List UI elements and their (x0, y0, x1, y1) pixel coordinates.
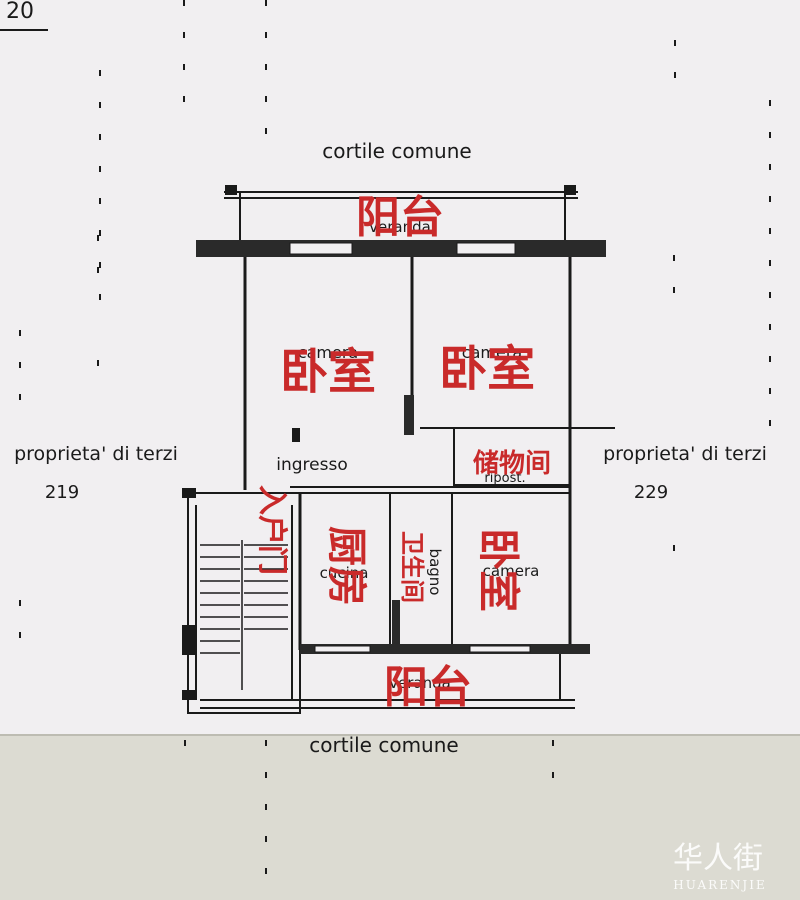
camera-small-zh: 卧室 (474, 528, 523, 612)
neighbor-left-label: proprieta' di terzi (14, 443, 178, 465)
stair-treads (200, 540, 288, 690)
bagno-label: bagno (426, 549, 444, 596)
ingresso-label: ingresso (276, 455, 347, 475)
cucina-zh: 厨房 (323, 526, 369, 606)
cucina-label: cucina (320, 564, 369, 582)
watermark-logo: 华人街 (673, 841, 763, 876)
camera-right-label: camera (462, 343, 522, 362)
camera-right-zh: 卧室 (439, 341, 535, 397)
camera-left-zh: 卧室 (280, 344, 376, 400)
courtyard-top-label: cortile comune (322, 139, 471, 163)
grid-lines (19, 0, 771, 900)
veranda-bottom-label: veranda (389, 674, 451, 692)
wall-markers (182, 185, 576, 700)
neighbor-left-number: 219 (45, 482, 79, 503)
ripostiglio-label: ripost. (484, 471, 525, 486)
veranda-top-label: veranda (369, 218, 431, 236)
camera-left-label: camera (298, 343, 358, 362)
veranda-bottom-zh: 阳台 (384, 662, 472, 713)
entrance-door-zh: 入户门 (254, 485, 289, 575)
bagno-zh: 卫生间 (398, 531, 426, 603)
corner-label: 20 (6, 0, 34, 24)
camera-small-label: camera (483, 562, 540, 580)
walls (187, 191, 615, 714)
watermark-text: HUARENJIE (673, 878, 766, 892)
neighbor-right-label: proprieta' di terzi (603, 443, 767, 465)
courtyard-bottom-label: cortile comune (309, 733, 458, 757)
veranda-top-zh: 阳台 (356, 192, 444, 243)
ripostiglio-zh: 储物间 (473, 448, 551, 479)
neighbor-right-number: 229 (634, 482, 668, 503)
table-surface (0, 735, 800, 900)
